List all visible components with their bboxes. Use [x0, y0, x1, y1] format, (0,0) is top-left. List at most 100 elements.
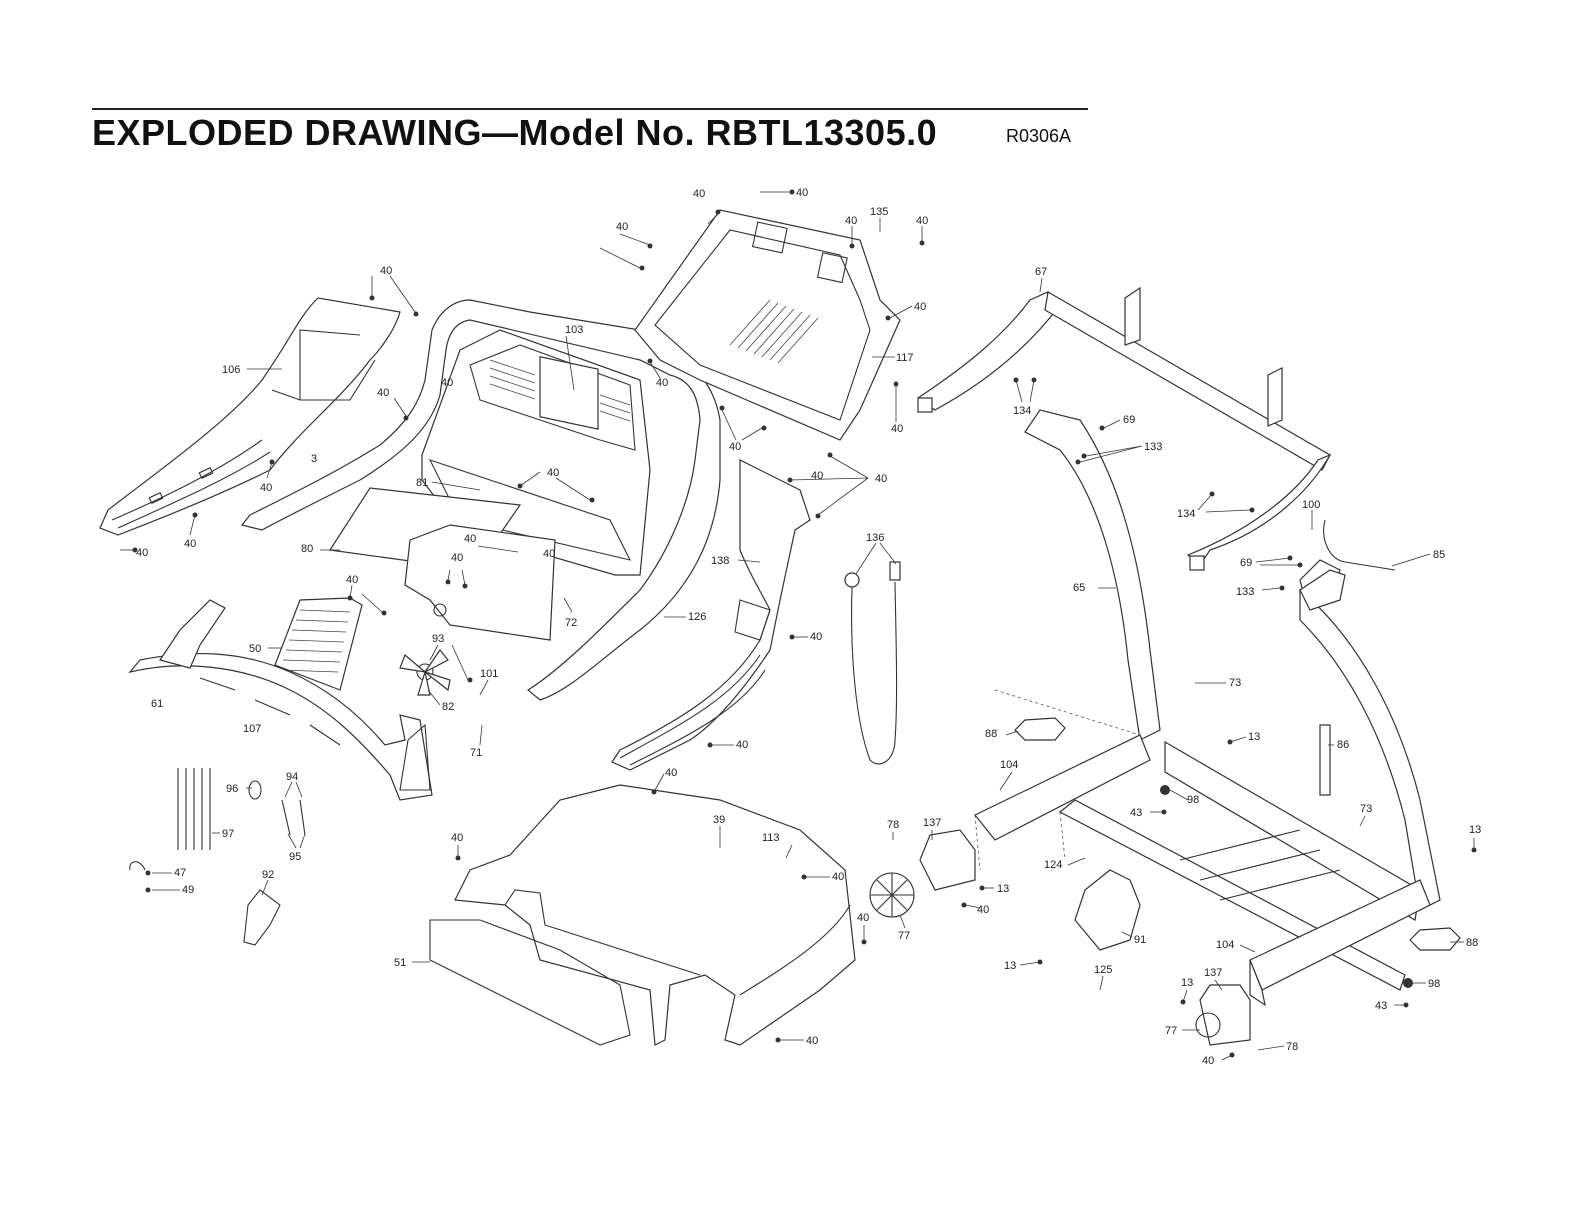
part-label: 133 [1236, 586, 1254, 598]
part-label: 78 [1286, 1041, 1298, 1053]
part-label: 40 [1202, 1055, 1214, 1067]
page-title: EXPLODED DRAWING—Model No. RBTL13305.0 [92, 112, 938, 153]
part-label: 107 [243, 723, 261, 735]
drawing-code: R0306A [1006, 126, 1072, 146]
part-label: 40 [916, 215, 928, 227]
part-number-labels: 40 40 40 40 40 40 135 40 40 117 40 40 40… [136, 187, 1481, 1067]
part-label: 40 [977, 904, 989, 916]
part-label: 73 [1360, 803, 1372, 815]
part-label: 40 [810, 631, 822, 643]
part-label: 137 [1204, 967, 1222, 979]
part-label: 117 [896, 352, 914, 364]
part-label: 13 [1469, 824, 1481, 836]
part-label: 78 [887, 819, 899, 831]
part-label: 137 [923, 817, 941, 829]
part-label: 69 [1240, 557, 1252, 569]
part-65-uprights [1024, 409, 1441, 911]
part-label: 40 [451, 552, 463, 564]
part-label: 80 [301, 543, 313, 555]
part-label: 65 [1073, 582, 1085, 594]
part-3-126-handrail [240, 299, 721, 701]
part-label: 40 [811, 470, 823, 482]
part-label: 40 [832, 871, 844, 883]
part-label: 40 [796, 187, 808, 199]
part-label: 85 [1433, 549, 1445, 561]
part-label: 40 [543, 548, 555, 560]
part-label: 88 [1466, 937, 1478, 949]
part-label: 40 [891, 423, 903, 435]
part-label: 51 [394, 957, 406, 969]
part-label: 136 [866, 532, 884, 544]
part-label: 82 [442, 701, 454, 713]
part-label: 98 [1187, 794, 1199, 806]
part-label: 39 [713, 814, 725, 826]
part-50-fan-grille [274, 597, 363, 691]
part-label: 40 [346, 574, 358, 586]
part-label: 94 [286, 771, 298, 783]
part-label: 104 [1000, 759, 1018, 771]
part-label: 73 [1229, 677, 1241, 689]
part-label: 134 [1013, 405, 1031, 417]
part-label: 61 [151, 698, 163, 710]
part-label: 71 [470, 747, 482, 759]
part-label: 40 [806, 1035, 818, 1047]
part-82-fan [399, 648, 451, 696]
part-106-left-upright-cover [99, 297, 401, 536]
part-label: 40 [729, 441, 741, 453]
part-label: 43 [1375, 1000, 1387, 1012]
part-67-handrail-frame [916, 286, 1332, 571]
part-label: 40 [914, 301, 926, 313]
part-label: 40 [736, 739, 748, 751]
part-label: 124 [1044, 859, 1062, 871]
part-label: 40 [656, 377, 668, 389]
part-label: 135 [870, 206, 888, 218]
part-label: 104 [1216, 939, 1234, 951]
base-frame [974, 689, 1431, 1007]
part-label: 69 [1123, 414, 1135, 426]
part-label: 72 [565, 617, 577, 629]
part-label: 98 [1428, 978, 1440, 990]
part-label: 40 [845, 215, 857, 227]
part-label: 13 [997, 883, 1009, 895]
part-label: 40 [260, 482, 272, 494]
part-label: 67 [1035, 266, 1047, 278]
part-label: 40 [665, 767, 677, 779]
part-label: 81 [416, 477, 428, 489]
part-label: 126 [688, 611, 706, 623]
part-label: 96 [226, 783, 238, 795]
part-label: 100 [1302, 499, 1320, 511]
part-label: 92 [262, 869, 274, 881]
part-label: 47 [174, 867, 186, 879]
part-label: 138 [711, 555, 729, 567]
part-label: 95 [289, 851, 301, 863]
part-label: 125 [1094, 964, 1112, 976]
part-label: 77 [1165, 1025, 1177, 1037]
part-label: 13 [1181, 977, 1193, 989]
part-label: 106 [222, 364, 240, 376]
part-label: 13 [1004, 960, 1016, 972]
part-label: 40 [451, 832, 463, 844]
part-label: 40 [184, 538, 196, 550]
part-label: 97 [222, 828, 234, 840]
part-136-cable [844, 561, 901, 765]
part-label: 43 [1130, 807, 1142, 819]
part-label: 133 [1144, 441, 1162, 453]
part-label: 50 [249, 643, 261, 655]
part-label: 40 [441, 377, 453, 389]
part-label: 86 [1337, 739, 1349, 751]
part-label: 40 [380, 265, 392, 277]
loose-hardware [129, 768, 306, 946]
part-80-console-panel [328, 487, 556, 641]
part-label: 40 [616, 221, 628, 233]
part-label: 13 [1248, 731, 1260, 743]
part-61-107-base-cover [128, 599, 433, 801]
part-label: 93 [432, 633, 444, 645]
part-label: 103 [565, 324, 583, 336]
part-label: 40 [875, 473, 887, 485]
title-rule [92, 108, 1088, 110]
part-label: 40 [693, 188, 705, 200]
part-39-51-motor-hood [429, 784, 856, 1046]
part-label: 40 [136, 547, 148, 559]
part-label: 91 [1134, 934, 1146, 946]
